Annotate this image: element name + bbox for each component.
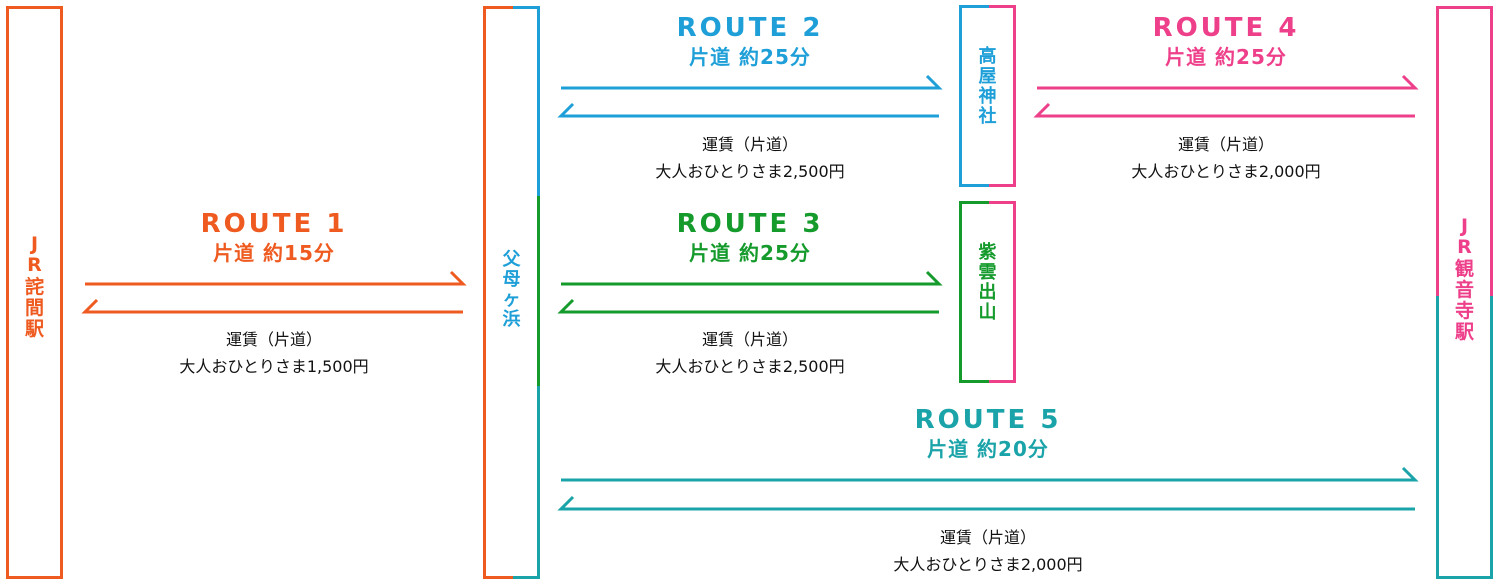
route-1-time: 片道 約15分 — [213, 241, 335, 265]
route-2-outbound-arrow — [561, 74, 943, 90]
route-3-outbound-arrow — [561, 270, 943, 286]
route-3-fare-value: 大人おひとりさま2,500円 — [655, 357, 845, 376]
route-5-fare-value: 大人おひとりさま2,000円 — [893, 555, 1083, 574]
route-2-heading: ROUTE 2 片道 約25分 — [550, 13, 950, 71]
route-4-fare: 運賃（片道） 大人おひとりさま2,000円 — [1026, 131, 1426, 185]
route-2-fare-value: 大人おひとりさま2,500円 — [655, 162, 845, 181]
route-4-heading: ROUTE 4 片道 約25分 — [1026, 13, 1426, 71]
route-2-fare: 運賃（片道） 大人おひとりさま2,500円 — [550, 131, 950, 185]
route-5-name: ROUTE 5 — [914, 405, 1062, 435]
route-3-time: 片道 約25分 — [689, 241, 811, 265]
route-4-fare-value: 大人おひとりさま2,000円 — [1131, 162, 1321, 181]
route-4-outbound-arrow — [1037, 74, 1419, 90]
route-3-name: ROUTE 3 — [676, 209, 824, 239]
route-2-return-arrow — [557, 102, 939, 118]
station-chichibugahama-label: 父母ヶ浜 — [502, 249, 521, 331]
station-shiunde-mountain-label: 紫雲出山 — [978, 242, 997, 324]
route-4-name: ROUTE 4 — [1152, 13, 1300, 43]
station-takaya-shrine-label: 高屋神社 — [978, 46, 997, 128]
station-takaya-shrine: 高屋神社 — [959, 5, 1016, 187]
route-5-fare: 運賃（片道） 大人おひとりさま2,000円 — [788, 524, 1188, 578]
route-1-return-arrow — [81, 298, 463, 314]
route-5-outbound-arrow — [561, 466, 1419, 482]
route-5-heading: ROUTE 5 片道 約20分 — [788, 405, 1188, 463]
route-3-return-arrow — [557, 298, 939, 314]
station-border-segments — [483, 6, 540, 579]
route-4-return-arrow — [1033, 102, 1415, 118]
route-1-arrows — [81, 270, 467, 314]
route-5-time: 片道 約20分 — [927, 437, 1049, 461]
route-1-fare-label: 運賃（片道） — [225, 330, 322, 349]
route-3-arrows — [557, 270, 943, 314]
route-1-name: ROUTE 1 — [200, 209, 348, 239]
route-1-outbound-arrow — [85, 270, 467, 286]
route-4-fare-label: 運賃（片道） — [1177, 135, 1274, 154]
route-5-arrows — [557, 466, 1419, 511]
route-1-fare-value: 大人おひとりさま1,500円 — [179, 357, 369, 376]
route-2-name: ROUTE 2 — [676, 13, 824, 43]
route-5-fare-label: 運賃（片道） — [939, 528, 1036, 547]
route-1-heading: ROUTE 1 片道 約15分 — [74, 209, 474, 267]
route-1-fare: 運賃（片道） 大人おひとりさま1,500円 — [74, 326, 474, 380]
route-5-return-arrow — [557, 495, 1415, 511]
route-2-fare-label: 運賃（片道） — [701, 135, 798, 154]
station-chichibugahama: 父母ヶ浜 — [483, 6, 540, 579]
station-shiunde-mountain: 紫雲出山 — [959, 201, 1016, 383]
route-3-fare-label: 運賃（片道） — [701, 330, 798, 349]
route-4-time: 片道 約25分 — [1165, 45, 1287, 69]
route-3-fare: 運賃（片道） 大人おひとりさま2,500円 — [550, 326, 950, 380]
route-2-time: 片道 約25分 — [689, 45, 811, 69]
route-3-heading: ROUTE 3 片道 約25分 — [550, 209, 950, 267]
route-2-arrows — [557, 74, 943, 118]
route-4-arrows — [1033, 74, 1419, 118]
